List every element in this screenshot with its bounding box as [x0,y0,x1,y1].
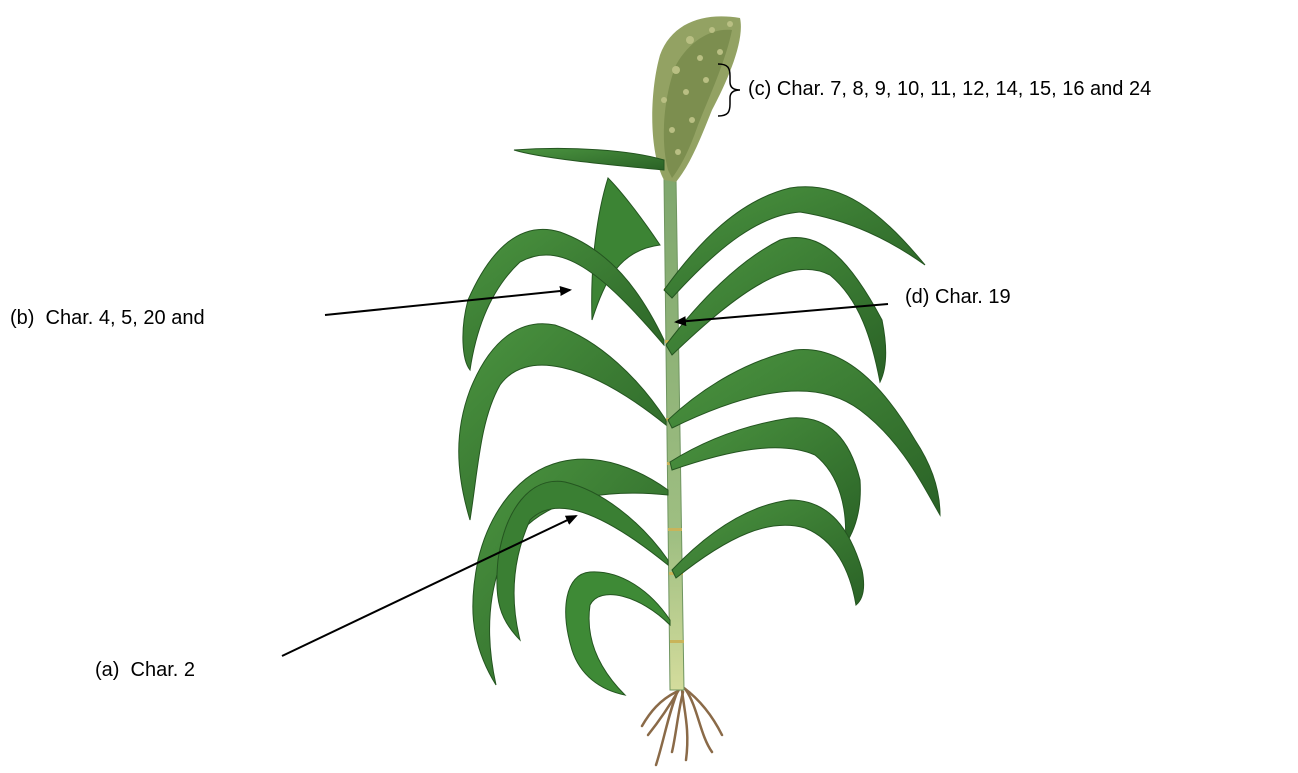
leaves-right [664,187,940,605]
arrow-icon [282,516,576,656]
label-c: (c) Char. 7, 8, 9, 10, 11, 12, 14, 15, 1… [748,77,1151,101]
panicle [652,16,741,182]
leaves-left [459,148,670,695]
label-a: (a) Char. 2 [95,658,195,682]
label-b: (b) Char. 4, 5, 20 and [10,306,205,330]
stem [664,178,684,690]
arrow-icon [325,290,570,315]
root-system [642,688,722,765]
label-d: (d) Char. 19 [905,285,1011,309]
